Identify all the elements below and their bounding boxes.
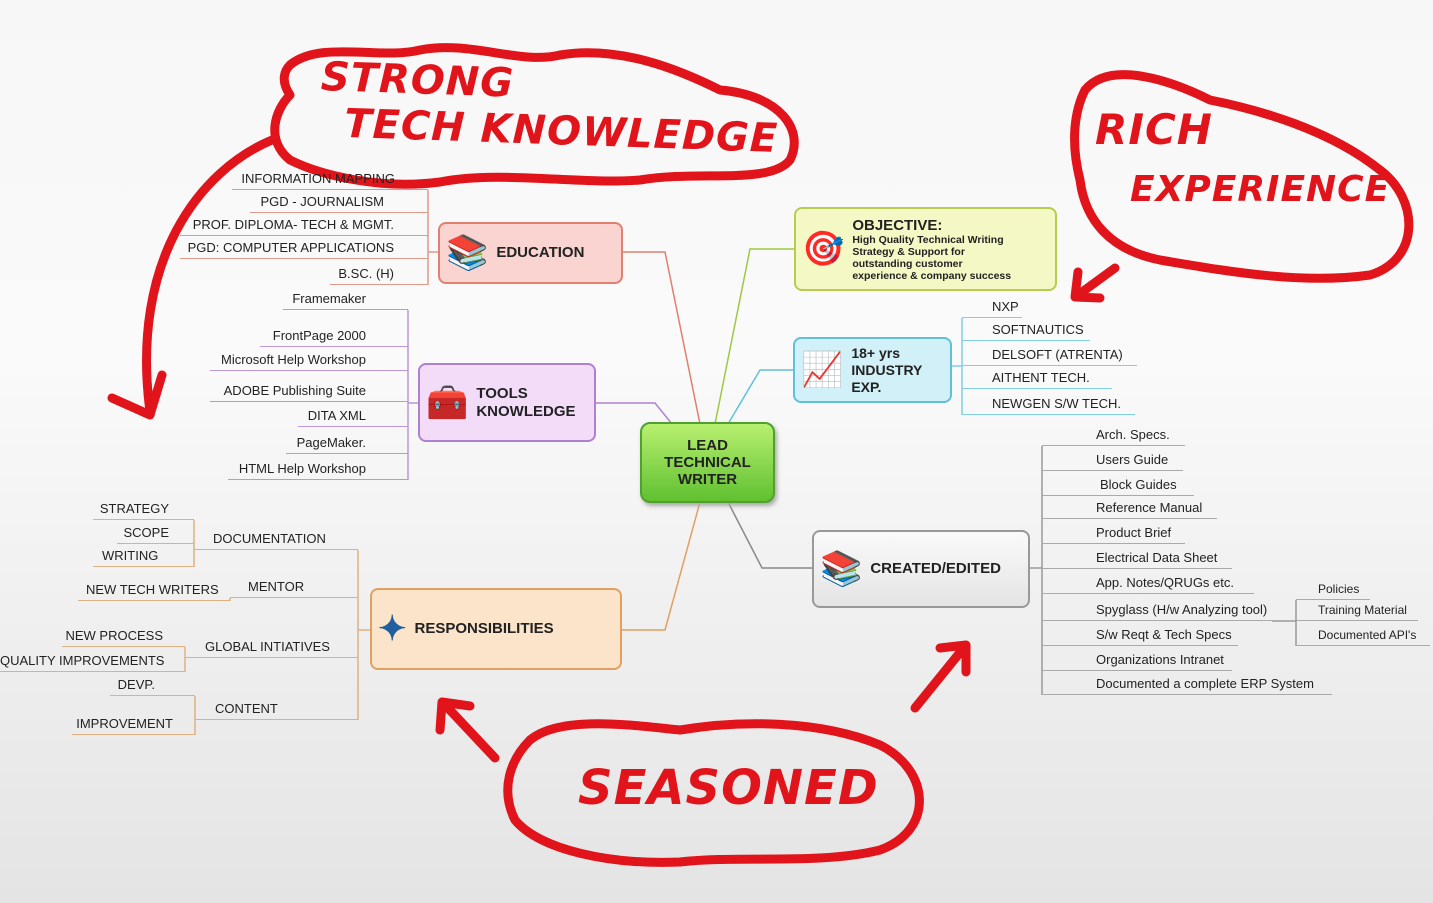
education-item: PGD: COMPUTER APPLICATIONS (180, 239, 428, 259)
rich-cloud (1070, 70, 1414, 283)
tools-item: Framemaker (283, 290, 408, 310)
created-item: Block Guides (1042, 476, 1194, 496)
strong-tech-knowledge-annotation: STRONG TECH KNOWLEDGE (319, 54, 781, 162)
documentation-item: SCOPE (117, 524, 194, 544)
industry-label: INDUSTRY (851, 361, 923, 378)
responsibilities-node[interactable]: ✦ RESPONSIBILITIES (370, 588, 622, 670)
tools-label: KNOWLEDGE (476, 402, 576, 420)
seasoned-cloud (503, 719, 924, 867)
seasoned-arrow-left (435, 697, 500, 763)
center-line: WRITER (677, 471, 738, 488)
created-item: Documented a complete ERP System (1042, 675, 1332, 695)
education-node[interactable]: 📚 EDUCATION (438, 222, 623, 284)
objective-line: experience & company success (852, 269, 1012, 282)
spyglass-item: Documented API's (1296, 626, 1430, 646)
documentation-item: STRATEGY (93, 500, 194, 520)
global-initiatives-branch: GLOBAL INTIATIVES (185, 638, 358, 658)
created-item: Arch. Specs. (1042, 426, 1185, 446)
center-line: LEAD (687, 437, 728, 454)
industry-item: NEWGEN S/W TECH. (962, 395, 1135, 415)
objective-line: Strategy & Support for (852, 245, 965, 258)
created-item: Organizations Intranet (1042, 651, 1232, 671)
education-item: INFORMATION MAPPING (232, 170, 428, 190)
strong-cloud (270, 43, 799, 189)
created-item: Reference Manual (1042, 499, 1217, 519)
education-item: PGD - JOURNALISM (250, 193, 428, 213)
documentation-branch: DOCUMENTATION (194, 530, 358, 550)
tools-item: HTML Help Workshop (228, 460, 408, 480)
global-item: NEW PROCESS (62, 627, 185, 647)
annotation-line: EXPERIENCE (1130, 169, 1391, 210)
annotation-line: RICH (1095, 105, 1213, 154)
mentor-branch: MENTOR (230, 578, 358, 598)
spyglass-item: Training Material (1296, 601, 1418, 621)
industry-item: NXP (962, 298, 1022, 318)
industry-item: SOFTNAUTICS (962, 321, 1090, 341)
compass-icon: ✦ (378, 610, 407, 648)
tools-item: PageMaker. (286, 434, 408, 454)
tools-item: Microsoft Help Workshop (210, 351, 408, 371)
content-branch: CONTENT (195, 700, 358, 720)
books-apple-icon: 📚 (446, 234, 489, 272)
global-item: QUALITY IMPROVEMENTS (0, 652, 185, 672)
tools-item: ADOBE Publishing Suite (210, 382, 408, 402)
education-item: B.SC. (H) (330, 265, 428, 285)
content-item: IMPROVEMENT (72, 715, 195, 735)
objective-line: outstanding customer (852, 257, 963, 270)
objective-line: High Quality Technical Writing (852, 233, 1004, 246)
target-runner-icon: 🎯 (802, 230, 845, 268)
created-label: CREATED/EDITED (870, 560, 1001, 577)
created-item: Product Brief (1042, 524, 1185, 544)
created-item: Spyglass (H/w Analyzing tool) (1042, 601, 1272, 621)
industry-label: EXP. (851, 378, 882, 395)
education-item: PROF. DIPLOMA- TECH & MGMT. (180, 216, 428, 236)
industry-item: DELSOFT (ATRENTA) (962, 346, 1137, 366)
seasoned-arrow-right (910, 640, 971, 713)
rich-experience-annotation: RICH EXPERIENCE (1095, 100, 1390, 220)
tools-item: DITA XML (298, 407, 408, 427)
created-item: S/w Reqt & Tech Specs (1042, 626, 1238, 646)
created-edited-node[interactable]: 📚 CREATED/EDITED (812, 530, 1030, 608)
content-item: DEVP. (110, 676, 195, 696)
strong-arrow (107, 135, 277, 420)
created-item: Users Guide (1042, 451, 1183, 471)
spyglass-item: Policies (1296, 580, 1370, 600)
objective-node[interactable]: 🎯 OBJECTIVE: High Quality Technical Writ… (794, 207, 1057, 291)
education-label: EDUCATION (496, 244, 585, 261)
book-stack-icon: 📚 (820, 550, 863, 588)
created-item: App. Notes/QRUGs etc. (1042, 574, 1254, 594)
documentation-item: WRITING (93, 547, 194, 567)
tools-item: FrontPage 2000 (260, 327, 408, 347)
industry-label: 18+ yrs (851, 344, 901, 361)
growth-chart-person-icon: 📈 (801, 351, 844, 389)
rich-arrow (1070, 263, 1120, 303)
mentor-item: NEW TECH WRITERS (78, 581, 230, 601)
person-carrying-tools-icon: 🧰 (426, 383, 469, 422)
objective-title: OBJECTIVE: (852, 216, 943, 234)
seasoned-annotation: SEASONED (578, 760, 879, 816)
responsibilities-label: RESPONSIBILITIES (414, 620, 554, 637)
created-item: Electrical Data Sheet (1042, 549, 1232, 569)
industry-item: AITHENT TECH. (962, 369, 1112, 389)
center-line: TECHNICAL (664, 454, 751, 471)
tools-label: TOOLS (476, 384, 528, 402)
